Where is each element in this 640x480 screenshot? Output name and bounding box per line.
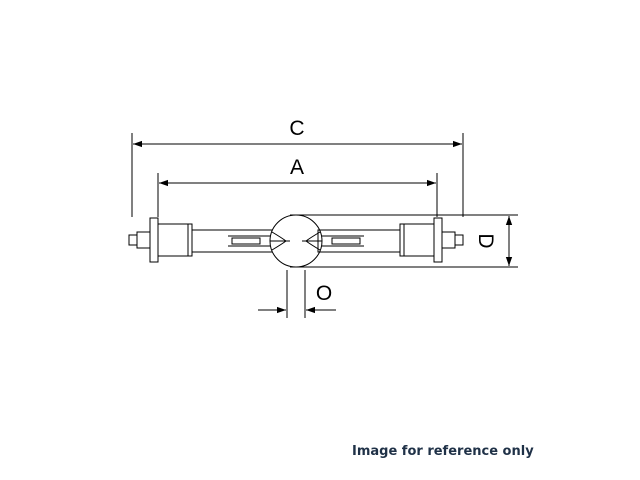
dimension-a — [157, 173, 438, 217]
dimension-label-a: A — [290, 156, 304, 179]
right-flange — [433, 217, 443, 263]
left-end-cap — [128, 217, 193, 263]
left-foil — [231, 237, 261, 245]
left-socket — [157, 223, 193, 257]
right-pin — [454, 234, 464, 246]
left-seal-tube — [191, 229, 275, 253]
lamp-outline — [128, 214, 464, 268]
left-flange — [149, 217, 159, 263]
right-seal — [317, 229, 401, 253]
dimension-c — [131, 133, 464, 217]
dimension-label-o: O — [316, 282, 332, 305]
reference-caption: Image for reference only — [352, 444, 534, 459]
left-pin-base — [136, 231, 151, 249]
right-foil — [331, 237, 361, 245]
left-pin — [128, 234, 138, 246]
dimension-label-c: C — [289, 117, 304, 140]
right-end-cap — [399, 217, 464, 263]
right-seal-tube — [317, 229, 401, 253]
right-pin-base — [441, 231, 456, 249]
right-socket — [399, 223, 435, 257]
left-seal — [191, 229, 275, 253]
dimension-label-d: D — [474, 233, 497, 248]
dimension-d — [290, 214, 518, 268]
dimension-o — [258, 270, 336, 318]
electrodes — [270, 231, 322, 251]
bulb-neck-right — [305, 231, 321, 251]
bulb-neck-left — [271, 231, 287, 251]
